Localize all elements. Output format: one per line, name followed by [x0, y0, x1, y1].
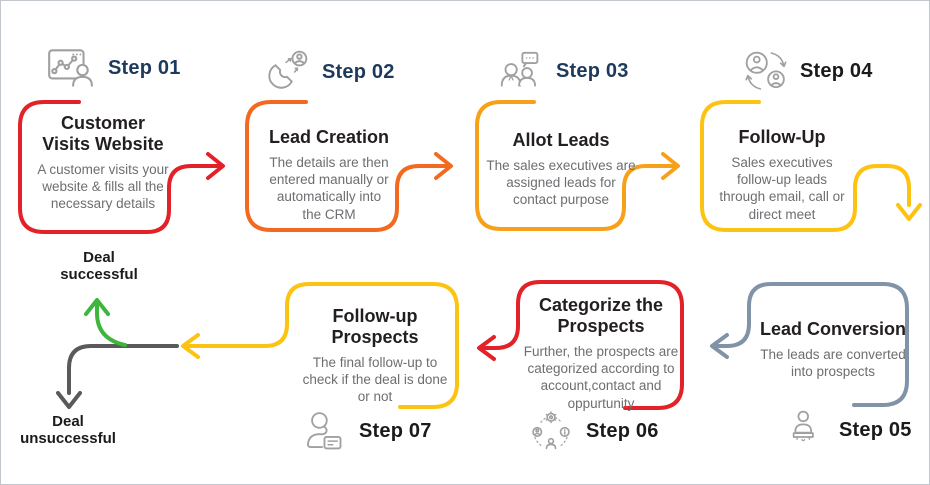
step-07-shape — [185, 282, 459, 409]
step-01-description: A customer visits your website & fills a… — [37, 161, 169, 212]
step-01-arrow-icon — [206, 152, 225, 180]
step-02-bracket — [245, 100, 453, 232]
step-01-shape — [18, 100, 223, 234]
step-07-bracket — [181, 282, 459, 409]
step-04-bracket — [700, 100, 922, 232]
step-05-card: Lead Conversion The leads are converted … — [749, 319, 917, 380]
step-02-label: Step 02 — [322, 60, 395, 83]
step-03-header: Step 03 — [498, 49, 629, 94]
success-arrow-icon — [84, 298, 110, 316]
step-06-shape — [479, 280, 684, 410]
step-05-label: Step 05 — [839, 418, 912, 441]
step-04-label: Step 04 — [800, 59, 873, 82]
step-07-arrow-icon — [181, 333, 200, 359]
step-02-title: Lead Creation — [268, 127, 390, 147]
workflow-automation-icon — [529, 409, 573, 453]
failure-line — [67, 344, 179, 395]
salesperson-icon — [784, 409, 826, 451]
step-04-shape — [700, 100, 911, 232]
step-05-description: The leads are converted into prospects — [760, 346, 906, 380]
step-02-card: Lead Creation The details are then enter… — [249, 127, 409, 223]
deal-unsuccessful-label: Deal unsuccessful — [20, 413, 116, 448]
step-06-title: Categorize the Prospects — [538, 295, 664, 336]
failure-arrow-icon — [56, 391, 82, 409]
step-07-description: The final follow-up to check if the deal… — [302, 354, 448, 405]
step-05-shape — [713, 282, 909, 407]
step-04-description: Sales executives follow-up leads through… — [719, 154, 845, 222]
step-05-header: Step 05 — [784, 409, 912, 451]
step-07-label: Step 07 — [359, 419, 432, 442]
step-01-card: Customer Visits Website A customer visit… — [23, 113, 183, 213]
deal-unsuccessful-connector — [56, 344, 179, 409]
browser-analytics-icon — [45, 43, 95, 93]
step-04-card: Follow-Up Sales executives follow-up lea… — [703, 127, 861, 223]
step-01-bracket — [18, 100, 225, 234]
step-03-arrow-icon — [661, 152, 680, 180]
step-05-title: Lead Conversion — [759, 319, 907, 339]
step-04-header: Step 04 — [743, 49, 873, 93]
step-02-description: The details are then entered manually or… — [269, 154, 389, 222]
step-01-title: Customer Visits Website — [42, 113, 164, 154]
step-05-arrow-icon — [710, 333, 729, 359]
success-line — [95, 300, 127, 347]
people-exchange-icon — [743, 49, 787, 93]
step-01-label: Step 01 — [108, 56, 181, 79]
step-03-title: Allot Leads — [512, 130, 610, 150]
prospect-id-icon — [302, 409, 346, 453]
deal-successful-label: Deal successful — [60, 249, 138, 284]
step-07-title: Follow-up Prospects — [331, 306, 419, 347]
step-06-bracket — [477, 280, 684, 410]
step-03-description: The sales executives are assigned leads … — [486, 157, 636, 208]
step-03-bracket — [475, 100, 680, 231]
step-06-arrow-icon — [477, 335, 496, 361]
team-discussion-icon — [498, 49, 543, 94]
step-03-card: Allot Leads The sales executives are ass… — [475, 130, 647, 209]
step-03-shape — [475, 100, 678, 231]
step-06-header: Step 06 — [529, 409, 659, 453]
step-06-card: Categorize the Prospects Further, the pr… — [515, 295, 687, 412]
step-07-card: Follow-up Prospects The final follow-up … — [289, 306, 461, 406]
step-06-label: Step 06 — [586, 419, 659, 442]
step-01-header: Step 01 — [45, 43, 181, 93]
step-07-header: Step 07 — [302, 409, 432, 453]
magnet-lead-icon — [263, 49, 309, 95]
step-02-shape — [245, 100, 451, 232]
step-02-header: Step 02 — [263, 49, 395, 95]
step-05-bracket — [710, 282, 909, 407]
step-03-label: Step 03 — [556, 60, 629, 82]
deal-successful-connector — [84, 298, 127, 347]
step-02-arrow-icon — [434, 152, 453, 180]
step-04-arrow-icon — [896, 203, 922, 221]
step-04-title: Follow-Up — [738, 127, 826, 147]
step-06-description: Further, the prospects are categorized a… — [523, 343, 679, 411]
